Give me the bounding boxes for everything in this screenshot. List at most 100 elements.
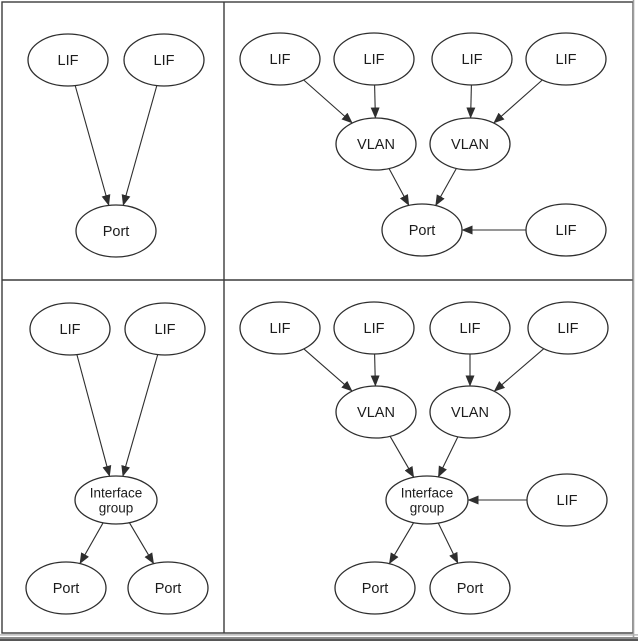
node-label: LIF [155, 322, 176, 338]
node-vlan: VLAN [429, 117, 511, 171]
node-lif: LIF [123, 33, 205, 87]
node-lif: LIF [333, 32, 415, 86]
node-port: Port [334, 561, 416, 615]
edge-arrow [79, 522, 104, 565]
node-lif: LIF [431, 32, 513, 86]
edge-arrow [74, 85, 111, 206]
node-label: LIF [364, 321, 385, 337]
edge-arrow [303, 348, 353, 392]
lif-ellipse [239, 32, 321, 86]
vlan-ellipse [335, 117, 417, 171]
edge-arrow [388, 522, 415, 565]
interface-group-ellipse [74, 475, 158, 525]
lif-ellipse [29, 302, 111, 356]
vlan-ellipse [335, 385, 417, 439]
node-lif: LIF [239, 301, 321, 355]
lif-ellipse [27, 33, 109, 87]
edge-arrow [466, 84, 476, 119]
window-edge-light [0, 634, 638, 636]
lif-ellipse [123, 33, 205, 87]
lif-ellipse [431, 32, 513, 86]
edge-arrow [370, 353, 380, 387]
node-vlan: VLAN [335, 117, 417, 171]
lif-ellipse [333, 32, 415, 86]
lif-ellipse [527, 301, 609, 355]
node-lif: LIF [333, 301, 415, 355]
lif-ellipse [525, 32, 607, 86]
window-edge-mid [0, 637, 638, 639]
node-label: LIF [558, 321, 579, 337]
port-ellipse [429, 561, 511, 615]
interface-group-ellipse [385, 475, 469, 525]
node-label: LIF [154, 53, 175, 69]
node-port: Port [127, 561, 209, 615]
edge-arrow [121, 85, 158, 206]
edge-arrow [389, 436, 415, 478]
port-ellipse [25, 561, 107, 615]
node-label: LIF [364, 52, 385, 68]
lif-ellipse [239, 301, 321, 355]
node-vlan: VLAN [429, 385, 511, 439]
node-lif: LIF [124, 302, 206, 356]
node-lif: LIF [29, 302, 111, 356]
edge-arrow [493, 348, 545, 392]
node-label: VLAN [357, 137, 395, 153]
edge-arrow [121, 354, 159, 477]
node-label: LIF [58, 53, 79, 69]
lif-ellipse [525, 203, 607, 257]
node-label: VLAN [451, 405, 489, 421]
node-label: LIF [556, 223, 577, 239]
vlan-ellipse [429, 385, 511, 439]
node-label: VLAN [451, 137, 489, 153]
node-lif: LIF [239, 32, 321, 86]
port-ellipse [127, 561, 209, 615]
node-lif: LIF [525, 203, 607, 257]
node-label: Port [362, 581, 389, 597]
port-ellipse [75, 204, 157, 258]
node-lif: LIF [525, 32, 607, 86]
node-port: Port [381, 203, 463, 257]
node-vlan: VLAN [335, 385, 417, 439]
edge-arrow [388, 168, 410, 206]
lif-ellipse [526, 473, 608, 527]
edge-arrow [370, 84, 380, 119]
node-label: LIF [556, 52, 577, 68]
node-lif: LIF [429, 301, 511, 355]
node-label: LIF [270, 321, 291, 337]
edge-arrow [437, 522, 459, 564]
node-label: Port [53, 581, 80, 597]
panel-lifs-direct-to-port: LIF LIF Port [27, 33, 205, 258]
node-label: Port [155, 581, 182, 597]
node-lif: LIF [526, 473, 608, 527]
node-lif: LIF [27, 33, 109, 87]
edge-arrow [493, 79, 543, 124]
edge-arrow [435, 168, 457, 207]
edge-arrow [437, 436, 459, 478]
node-label: LIF [462, 52, 483, 68]
edge-arrow [303, 79, 353, 124]
window-edge-dark [0, 639, 638, 641]
node-label: LIF [460, 321, 481, 337]
vlan-ellipse [429, 117, 511, 171]
node-port: Port [25, 561, 107, 615]
edge-arrow [128, 522, 155, 565]
node-label: Port [409, 223, 436, 239]
edge-arrow [76, 354, 112, 477]
node-port: Port [75, 204, 157, 258]
port-ellipse [334, 561, 416, 615]
node-port: Port [429, 561, 511, 615]
node-label: LIF [60, 322, 81, 338]
node-label: LIF [557, 493, 578, 509]
node-lif: LIF [527, 301, 609, 355]
lif-ellipse [124, 302, 206, 356]
node-label: Port [103, 224, 130, 240]
node-label: VLAN [357, 405, 395, 421]
node-label: LIF [270, 52, 291, 68]
